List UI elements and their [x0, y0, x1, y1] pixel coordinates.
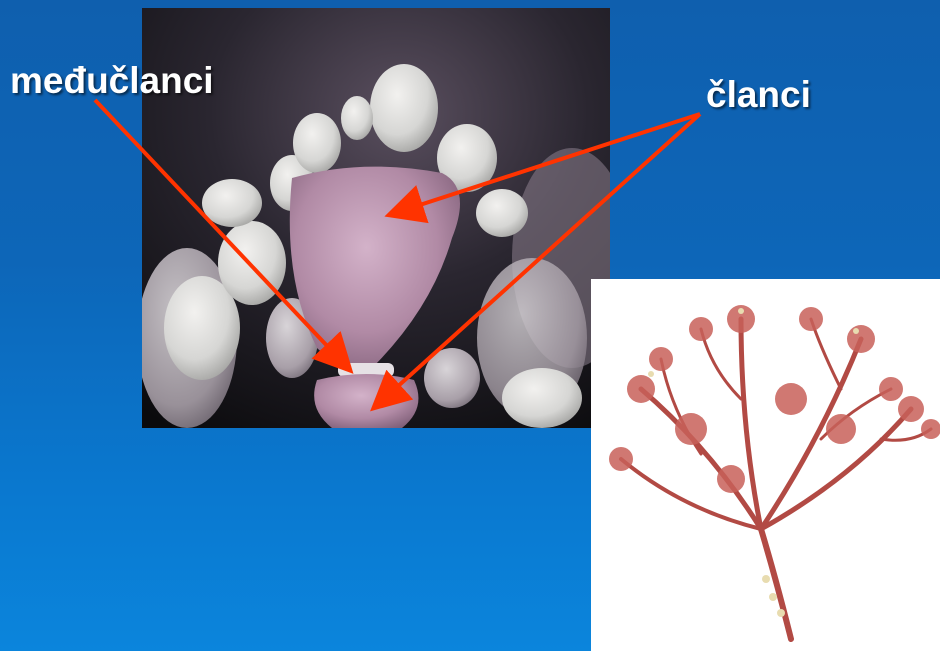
coralline-thallus-photo — [591, 279, 940, 651]
segments-label: članci — [706, 74, 811, 116]
thallus-illustration — [591, 279, 940, 651]
intersegments-label: međučlanci — [10, 60, 214, 102]
